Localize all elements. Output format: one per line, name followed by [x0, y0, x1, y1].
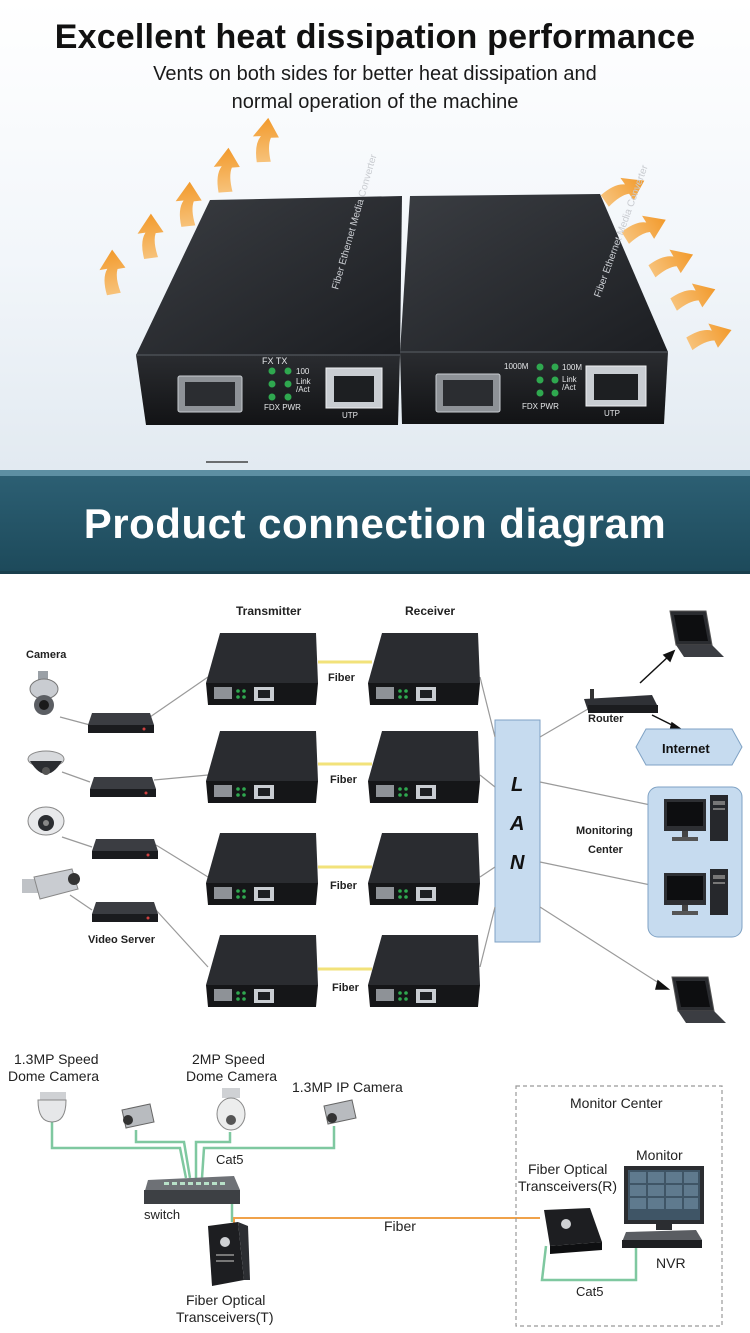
monitor-center-box [515, 1085, 723, 1327]
label-video-server: Video Server [88, 934, 156, 946]
transmitter-2 [206, 731, 318, 803]
monitor-label: Monitor [636, 1147, 683, 1163]
monitor-center-label: Monitor Center [570, 1095, 663, 1111]
lan-letter-l: L [511, 774, 523, 796]
right-led-100: 100M [562, 363, 582, 372]
fiber-label-2: Fiber [330, 774, 358, 786]
tx-label-1: Fiber Optical [186, 1292, 265, 1308]
rx-label-2: Transceivers(R) [518, 1178, 617, 1194]
internet-badge [635, 728, 743, 766]
diagram2-svg: 1.3MP Speed Dome Camera 2MP Speed Dome C… [8, 1051, 723, 1327]
network-diagram-transmitter-receiver: Transmitter Receiver Camera Video Server… [0, 577, 750, 1030]
ip-camera-fiber-diagram: 1.3MP Speed Dome Camera 2MP Speed Dome C… [0, 1030, 750, 1333]
router-icon [584, 689, 658, 713]
fiber-label-1: Fiber [328, 672, 356, 684]
cam3-label: 1.3MP IP Camera [292, 1079, 403, 1095]
heat-title: Excellent heat dissipation performance [54, 18, 696, 56]
media-converter-right: Fiber Ethernet Media Converter 1000M 100… [400, 163, 668, 424]
laptop-bottom-icon [671, 976, 727, 1024]
ip-camera-icon [323, 1099, 357, 1125]
left-port-label: UTP [342, 411, 358, 420]
lan-letter-a: A [509, 813, 524, 835]
video-server-3 [92, 839, 158, 859]
left-led-100: 100 [296, 367, 310, 376]
connection-diagram-banner: Product connection diagram [0, 470, 750, 574]
cat5-camera-links [50, 1122, 336, 1179]
lan-letter-n: N [510, 852, 525, 874]
label-internet: Internet [662, 741, 710, 756]
transmitter-3 [206, 833, 318, 905]
cam1-label-2: Dome Camera [8, 1068, 99, 1084]
receiver-3 [368, 833, 480, 905]
fiber-label-4: Fiber [332, 982, 360, 994]
label-transmitter: Transmitter [236, 604, 302, 618]
speed-dome-camera-icon [29, 671, 59, 715]
switch-icon [144, 1176, 240, 1204]
transceiver-t-icon [208, 1222, 250, 1286]
dome-camera-icon [27, 750, 65, 775]
label-router: Router [588, 713, 624, 725]
right-led-1000: 1000M [504, 362, 529, 371]
nvr-icon [622, 1230, 702, 1248]
transmitter-4 [206, 935, 318, 1007]
label-receiver: Receiver [405, 604, 455, 618]
switch-label: switch [144, 1207, 180, 1222]
speed-dome-camera-1-icon [37, 1092, 67, 1123]
right-led-act: /Act [562, 383, 577, 392]
label-monitoring-2: Center [588, 844, 624, 856]
bullet-camera-icon [22, 868, 80, 900]
left-led-act: /Act [296, 385, 311, 394]
tx-label-2: Transceivers(T) [176, 1309, 274, 1325]
heat-dissipation-section: Excellent heat dissipation performance V… [0, 0, 750, 470]
bullet-camera-icon [121, 1103, 155, 1129]
left-led-bottom: FDX PWR [264, 403, 301, 412]
transceiver-r-icon [544, 1208, 602, 1254]
cat5-bottom-link [540, 1245, 638, 1282]
video-server-2 [90, 777, 156, 797]
right-led-link: Link [562, 375, 578, 384]
diagram1-svg: Transmitter Receiver Camera Video Server… [22, 604, 743, 1024]
rx-label-1: Fiber Optical [528, 1161, 607, 1177]
label-monitoring-1: Monitoring [576, 825, 633, 837]
speed-dome-camera-2-icon [216, 1088, 246, 1131]
receiver-2 [368, 731, 480, 803]
label-camera: Camera [26, 649, 67, 661]
left-led-link: Link [296, 377, 312, 386]
video-server-1 [88, 713, 154, 733]
transmitter-1 [206, 633, 318, 705]
cat5-top-label: Cat5 [216, 1152, 243, 1167]
cam1-label-1: 1.3MP Speed [14, 1051, 99, 1067]
left-led-top: FX TX [262, 356, 287, 366]
heat-illustration: Fiber Ethernet Media Converter FX TX 100… [96, 117, 736, 463]
video-server-4 [92, 902, 158, 922]
ir-dome-camera-icon [27, 806, 65, 836]
fiber-label: Fiber [384, 1218, 416, 1234]
banner-title: Product connection diagram [83, 500, 667, 547]
receiver-4 [368, 935, 480, 1007]
lan-backbone [494, 719, 541, 943]
heat-subtitle-line1: Vents on both sides for better heat diss… [153, 63, 597, 85]
cam2-label-1: 2MP Speed [192, 1051, 265, 1067]
receiver-1 [368, 633, 480, 705]
fiber-links [318, 660, 372, 971]
media-converter-left: Fiber Ethernet Media Converter FX TX 100… [136, 153, 402, 425]
cat5-bottom-label: Cat5 [576, 1284, 603, 1299]
heat-subtitle-line2: normal operation of the machine [231, 91, 519, 113]
right-port-label: UTP [604, 409, 620, 418]
monitor-icon [624, 1166, 704, 1230]
cam2-label-2: Dome Camera [186, 1068, 277, 1084]
right-led-bottom: FDX PWR [522, 402, 559, 411]
laptop-top-icon [669, 610, 725, 658]
fiber-label-3: Fiber [330, 880, 358, 892]
nvr-label: NVR [656, 1255, 686, 1271]
